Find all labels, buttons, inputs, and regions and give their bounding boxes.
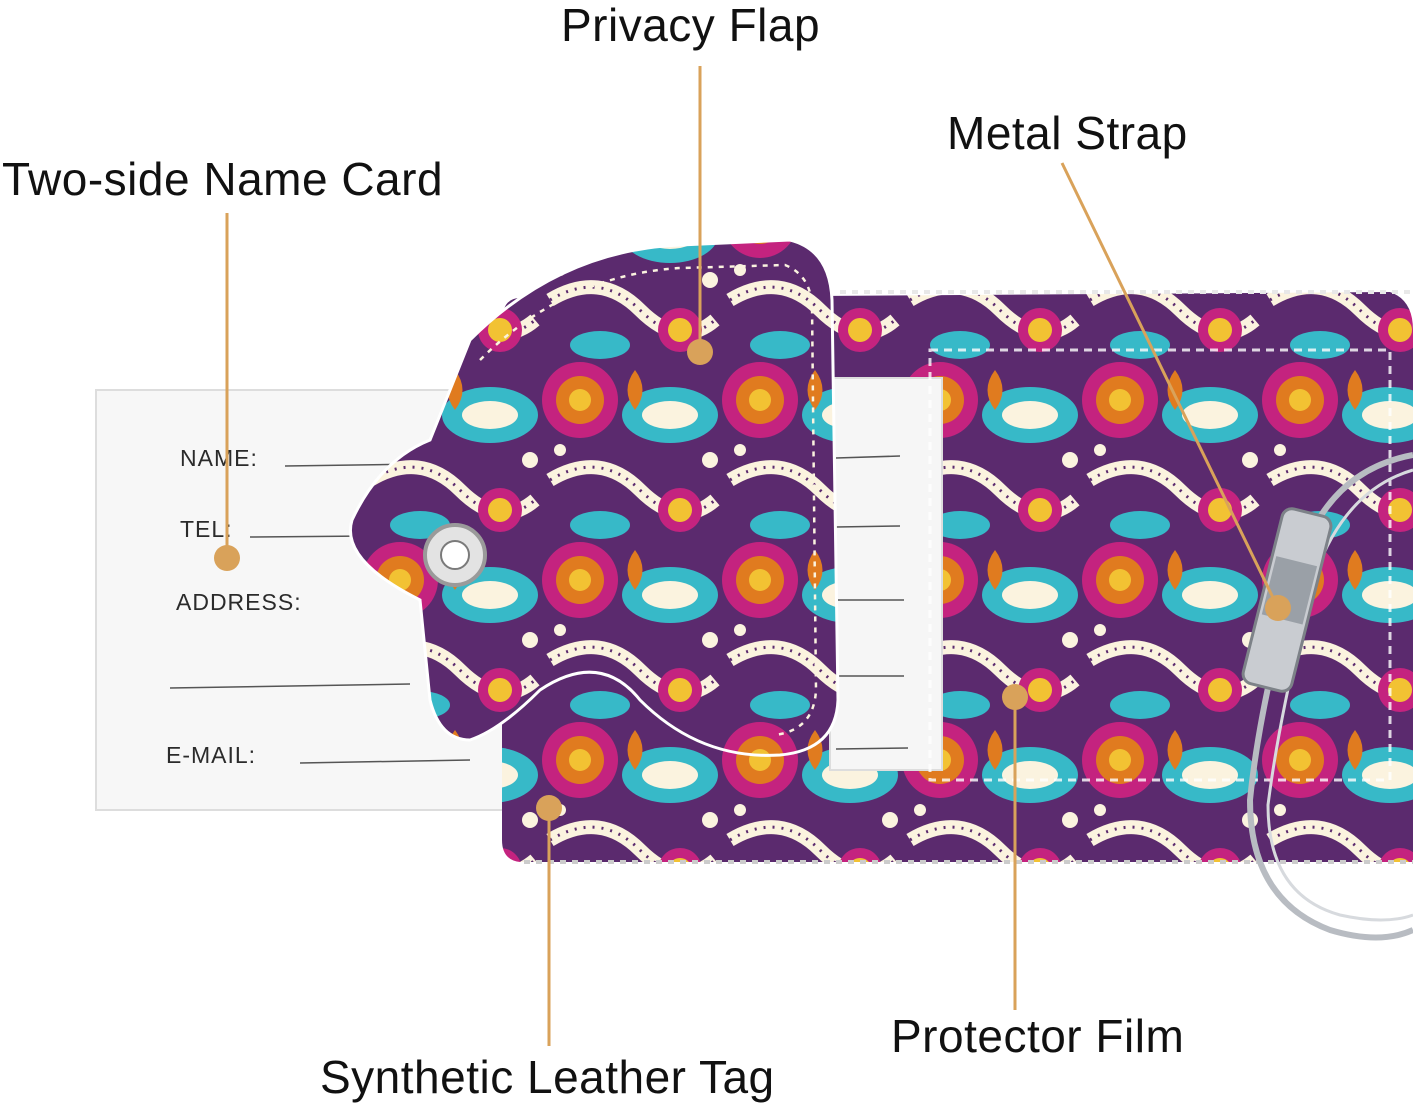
callout-metal-strap: Metal Strap [947,107,1188,159]
leader-dot-leather-tag [536,795,562,821]
card-field-name: NAME: [180,445,258,471]
card-line [835,525,901,528]
leader-metal-strap [1060,162,1280,609]
card-field-address: ADDRESS: [176,589,302,615]
card-line [835,455,901,459]
film-window [829,377,943,771]
flap-stitching [479,263,818,737]
callout-protector-film: Protector Film [891,1010,1185,1062]
card-field-email: E-MAIL: [166,742,256,768]
film-border [928,348,1392,782]
callout-name-card: Two-side Name Card [2,153,444,205]
leader-dot-name-card [214,545,240,571]
eyelet-hole [440,540,470,570]
leader-dot-privacy-flap [687,339,713,365]
callout-leather-tag: Synthetic Leather Tag [320,1051,775,1103]
callout-leaders [214,66,1291,1046]
card-line [299,759,471,764]
card-field-tel: TEL: [180,516,233,542]
card-line [835,747,909,750]
protector-film-window [829,348,1392,782]
leader-dot-protector-film [1002,684,1028,710]
card-line [169,683,411,689]
flap-body [349,238,840,757]
leader-dot-metal-strap [1265,595,1291,621]
strap-cable-inner [1266,468,1413,922]
privacy-flap [349,238,840,757]
strap-cable [1246,452,1413,941]
callout-privacy-flap: Privacy Flap [561,0,821,51]
